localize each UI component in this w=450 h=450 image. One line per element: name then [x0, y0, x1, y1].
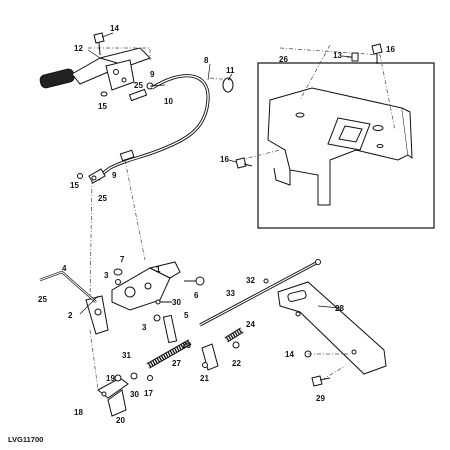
callout-8: 8: [204, 56, 209, 65]
spring-24: [224, 327, 244, 343]
callout-31: 31: [122, 351, 131, 360]
callout-10: 10: [164, 97, 173, 106]
mounting-bracket-plate: [267, 87, 413, 206]
rod-4: [39, 270, 97, 303]
callout-25-top: 25: [134, 81, 143, 90]
lower-linkage: [97, 372, 153, 417]
bolt-16-top: [371, 43, 383, 64]
callout-7: 7: [120, 255, 125, 264]
callout-3-upper: 3: [104, 271, 109, 280]
callout-17: 17: [144, 389, 153, 398]
shaft-5: [162, 314, 178, 344]
spring-27: [146, 339, 192, 369]
callout-21: 21: [200, 374, 209, 383]
callout-9-top: 9: [150, 70, 155, 79]
callout-2: 2: [68, 311, 73, 320]
callout-19: 19: [106, 374, 115, 383]
callout-32: 32: [246, 276, 255, 285]
callout-5: 5: [184, 311, 189, 320]
callout-1: 1: [156, 265, 161, 274]
bolt-14-top: [93, 32, 105, 56]
callout-28: 28: [335, 304, 344, 313]
washer-15: [100, 91, 108, 97]
bolt-29: [311, 375, 331, 387]
bolt-13: [341, 52, 359, 62]
callout-20: 20: [116, 416, 125, 425]
callout-16-top: 16: [386, 45, 395, 54]
washer-15-lower: [77, 173, 83, 179]
callout-13: 13: [333, 51, 342, 60]
callout-27: 27: [172, 359, 181, 368]
bolt-22: [232, 341, 240, 349]
nut-3: [113, 268, 123, 276]
callout-12: 12: [74, 44, 83, 53]
callout-14-top: 14: [110, 24, 119, 33]
callout-25-lower: 25: [38, 295, 47, 304]
callout-3-lower: 3: [142, 323, 147, 332]
callout-9-lower: 9: [112, 171, 117, 180]
brake-lever-assembly: [85, 261, 181, 335]
cable-ferrule: [119, 149, 135, 162]
callout-4: 4: [62, 264, 67, 273]
callout-15-lower: 15: [70, 181, 79, 190]
nut-3-lower: [153, 314, 161, 322]
brake-cable: [96, 74, 210, 181]
callout-6: 6: [194, 291, 199, 300]
figure-id: LVG11700: [8, 435, 43, 444]
callout-26: 26: [279, 55, 288, 64]
bolt-16-inset: [235, 157, 253, 169]
pin-30: [155, 299, 172, 305]
callout-24: 24: [246, 320, 255, 329]
bushing-11: [222, 77, 234, 93]
nut-21: [202, 362, 208, 368]
pedal-plate-28: [277, 281, 387, 375]
pin-32: [263, 278, 269, 284]
callout-30-upper: 30: [172, 298, 181, 307]
detail-inset-frame: [257, 62, 435, 229]
rod-33: [199, 259, 321, 327]
callout-33: 33: [226, 289, 235, 298]
callout-18: 18: [74, 408, 83, 417]
park-brake-handle: [39, 47, 151, 91]
callout-14-lower: 14: [285, 350, 294, 359]
callout-22: 22: [232, 359, 241, 368]
callout-25-mid: 25: [98, 194, 107, 203]
washer-3b: [115, 279, 121, 285]
callout-16-inset: 16: [220, 155, 229, 164]
callout-11: 11: [226, 66, 235, 75]
cable-end: [88, 168, 106, 184]
callout-15-top: 15: [98, 102, 107, 111]
callout-29: 29: [316, 394, 325, 403]
pin-6: [184, 276, 205, 286]
callout-30-lower: 30: [130, 390, 139, 399]
callout-23: 23: [182, 341, 191, 350]
